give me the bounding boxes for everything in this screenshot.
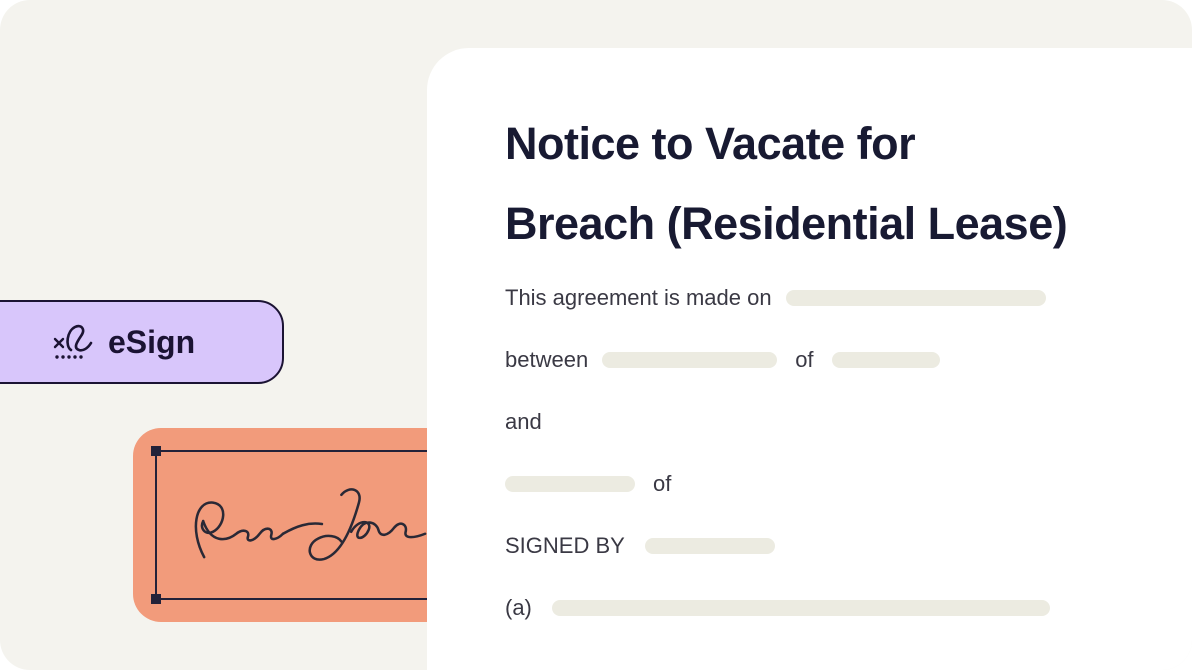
fill-blank-date[interactable] [785, 290, 1046, 306]
line-text: between [505, 347, 589, 372]
line-text: SIGNED BY [505, 533, 625, 558]
line-text: of [653, 471, 672, 496]
signature-image [194, 488, 427, 561]
resize-handle-sw[interactable] [151, 594, 161, 604]
line-text: This agreement is made on [505, 285, 772, 310]
document-line: This agreement is made on [505, 267, 1152, 329]
signature-field[interactable] [133, 428, 470, 622]
esign-label: eSign [108, 323, 196, 360]
document-body: This agreement is made on between of and… [505, 267, 1152, 639]
fill-blank-party2[interactable] [505, 476, 635, 492]
fill-blank-signer[interactable] [644, 538, 775, 554]
document-card: Notice to Vacate for Breach (Residential… [427, 48, 1192, 670]
document-line: of [505, 453, 1152, 515]
document-line: and [505, 391, 1152, 453]
selection-frame[interactable] [151, 446, 452, 604]
document-line: (a) [505, 577, 1152, 639]
signature-pen-icon [53, 324, 93, 359]
fill-blank-clause-a[interactable] [551, 600, 1050, 616]
document-title: Notice to Vacate for Breach (Residential… [505, 104, 1152, 264]
fill-blank-party1-address[interactable] [831, 352, 940, 368]
document-title-line1: Notice to Vacate for [505, 118, 916, 169]
document-line: between of [505, 329, 1152, 391]
line-text: (a) [505, 595, 532, 620]
line-text: of [795, 347, 814, 372]
esign-badge: eSign [0, 300, 284, 384]
document-line: SIGNED BY [505, 515, 1152, 577]
document-title-line2: Breach (Residential Lease) [505, 198, 1068, 249]
fill-blank-party1[interactable] [602, 352, 778, 368]
resize-handle-nw[interactable] [151, 446, 161, 456]
line-text: and [505, 409, 542, 434]
